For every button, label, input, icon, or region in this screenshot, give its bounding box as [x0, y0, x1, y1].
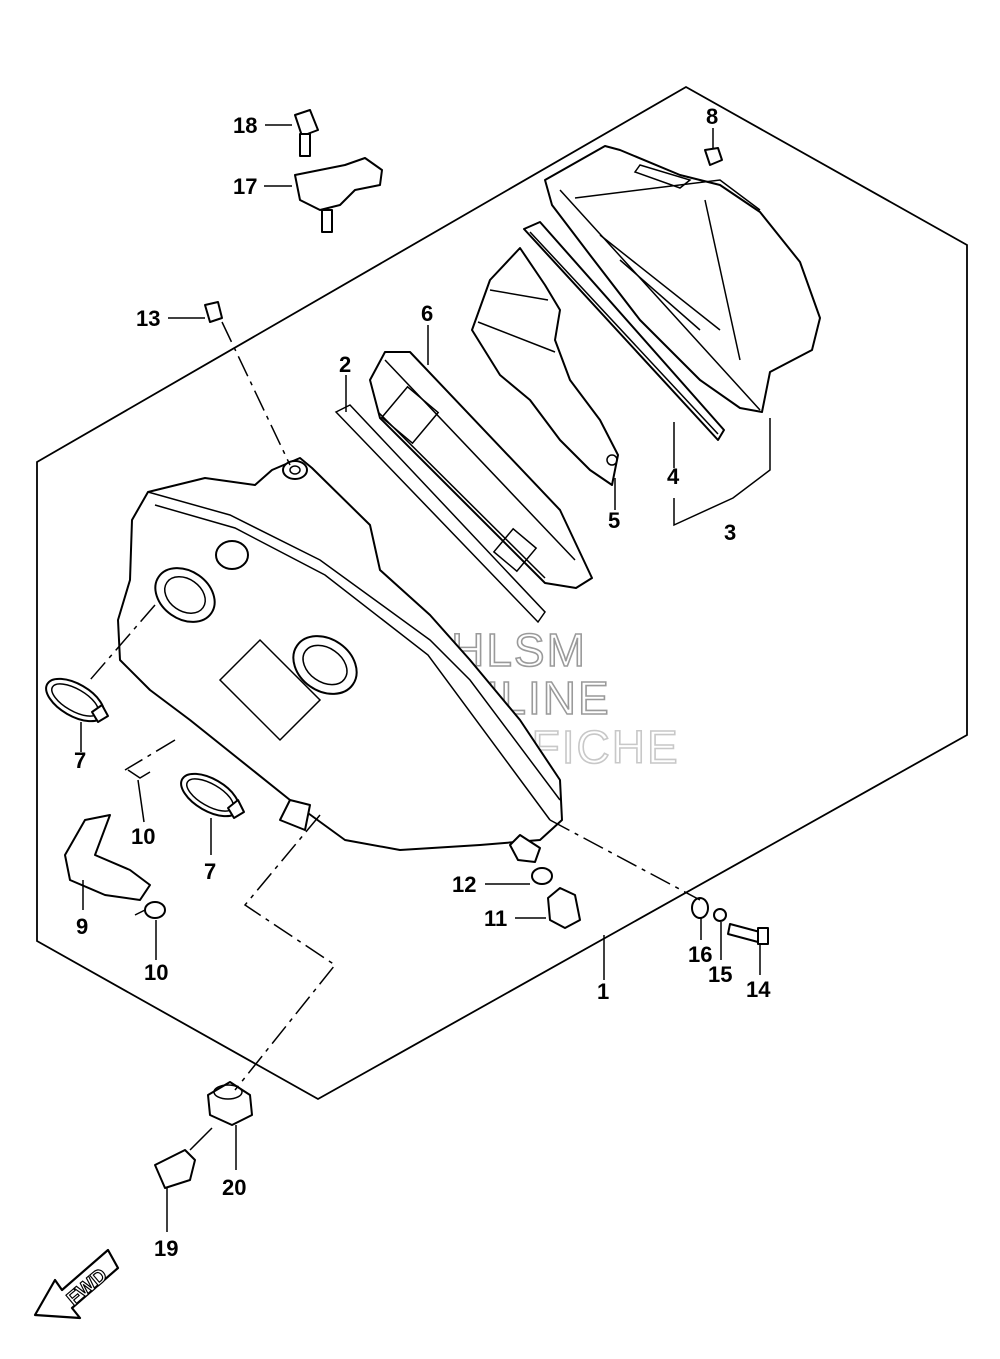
callout-16: 16: [688, 942, 712, 967]
callout-12: 12: [452, 872, 476, 897]
part-7-clamp-right: [180, 772, 245, 819]
callout-10-upper: 10: [131, 824, 155, 849]
callout-8: 8: [706, 104, 718, 129]
assembly-line-clamp-right: [124, 739, 176, 771]
part-9-drain-hose: [64, 814, 151, 901]
part-20-grommet: [207, 1081, 253, 1126]
assembly-frame: [36, 85, 968, 1101]
part-5-intake-duct: [471, 247, 619, 486]
callout-9: 9: [76, 914, 88, 939]
callout-18: 18: [233, 113, 257, 138]
part-6-filter-element: [369, 351, 593, 589]
part-17-sensor: [294, 157, 383, 233]
callout-13: 13: [136, 306, 160, 331]
part-8-screw: [704, 147, 723, 166]
callout-5: 5: [608, 508, 620, 533]
callout-7-left: 7: [74, 748, 86, 773]
callout-11: 11: [484, 906, 507, 931]
part-3-air-cleaner-cap: [544, 145, 821, 413]
fwd-arrow-icon: FWD: [33, 1248, 120, 1320]
callout-20: 20: [222, 1175, 246, 1200]
callout-2: 2: [339, 352, 351, 377]
watermark-line-1: HLSM: [451, 624, 587, 676]
assembly-line-14: [549, 819, 701, 901]
part-1-air-cleaner-case: [117, 457, 563, 863]
callout-3: 3: [724, 520, 736, 545]
part-12-clip: [531, 867, 553, 885]
callouts: 18 17 13 8 2 6 4 3 5 7 10 7 9 10 12 11 1…: [74, 104, 771, 1261]
part-13-screw: [204, 301, 223, 323]
callout-17: 17: [233, 174, 257, 199]
callout-7-right: 7: [204, 859, 216, 884]
callout-1: 1: [597, 979, 609, 1004]
part-15-washer: [713, 908, 727, 922]
callout-19: 19: [154, 1236, 178, 1261]
part-10-clip-upper: [127, 769, 151, 779]
part-7-clamp-left: [45, 677, 109, 723]
part-11-drain-plug: [547, 887, 581, 929]
leader-lines: [80, 124, 771, 1232]
assembly-line-13: [221, 321, 291, 466]
assembly-line-19-20: [234, 814, 337, 1091]
callout-6: 6: [421, 301, 433, 326]
part-16-grommet: [691, 897, 709, 919]
callout-14: 14: [746, 977, 771, 1002]
assembly-line-clamp-left: [89, 604, 156, 681]
part-10-clip-lower: [134, 901, 166, 919]
part-18-bolt: [294, 109, 319, 157]
part-4-gasket: [523, 221, 725, 441]
part-19-sensor: [154, 1127, 213, 1189]
callout-4: 4: [667, 464, 680, 489]
part-14-bolt: [727, 923, 769, 945]
callout-10-lower: 10: [144, 960, 168, 985]
callout-15: 15: [708, 962, 732, 987]
